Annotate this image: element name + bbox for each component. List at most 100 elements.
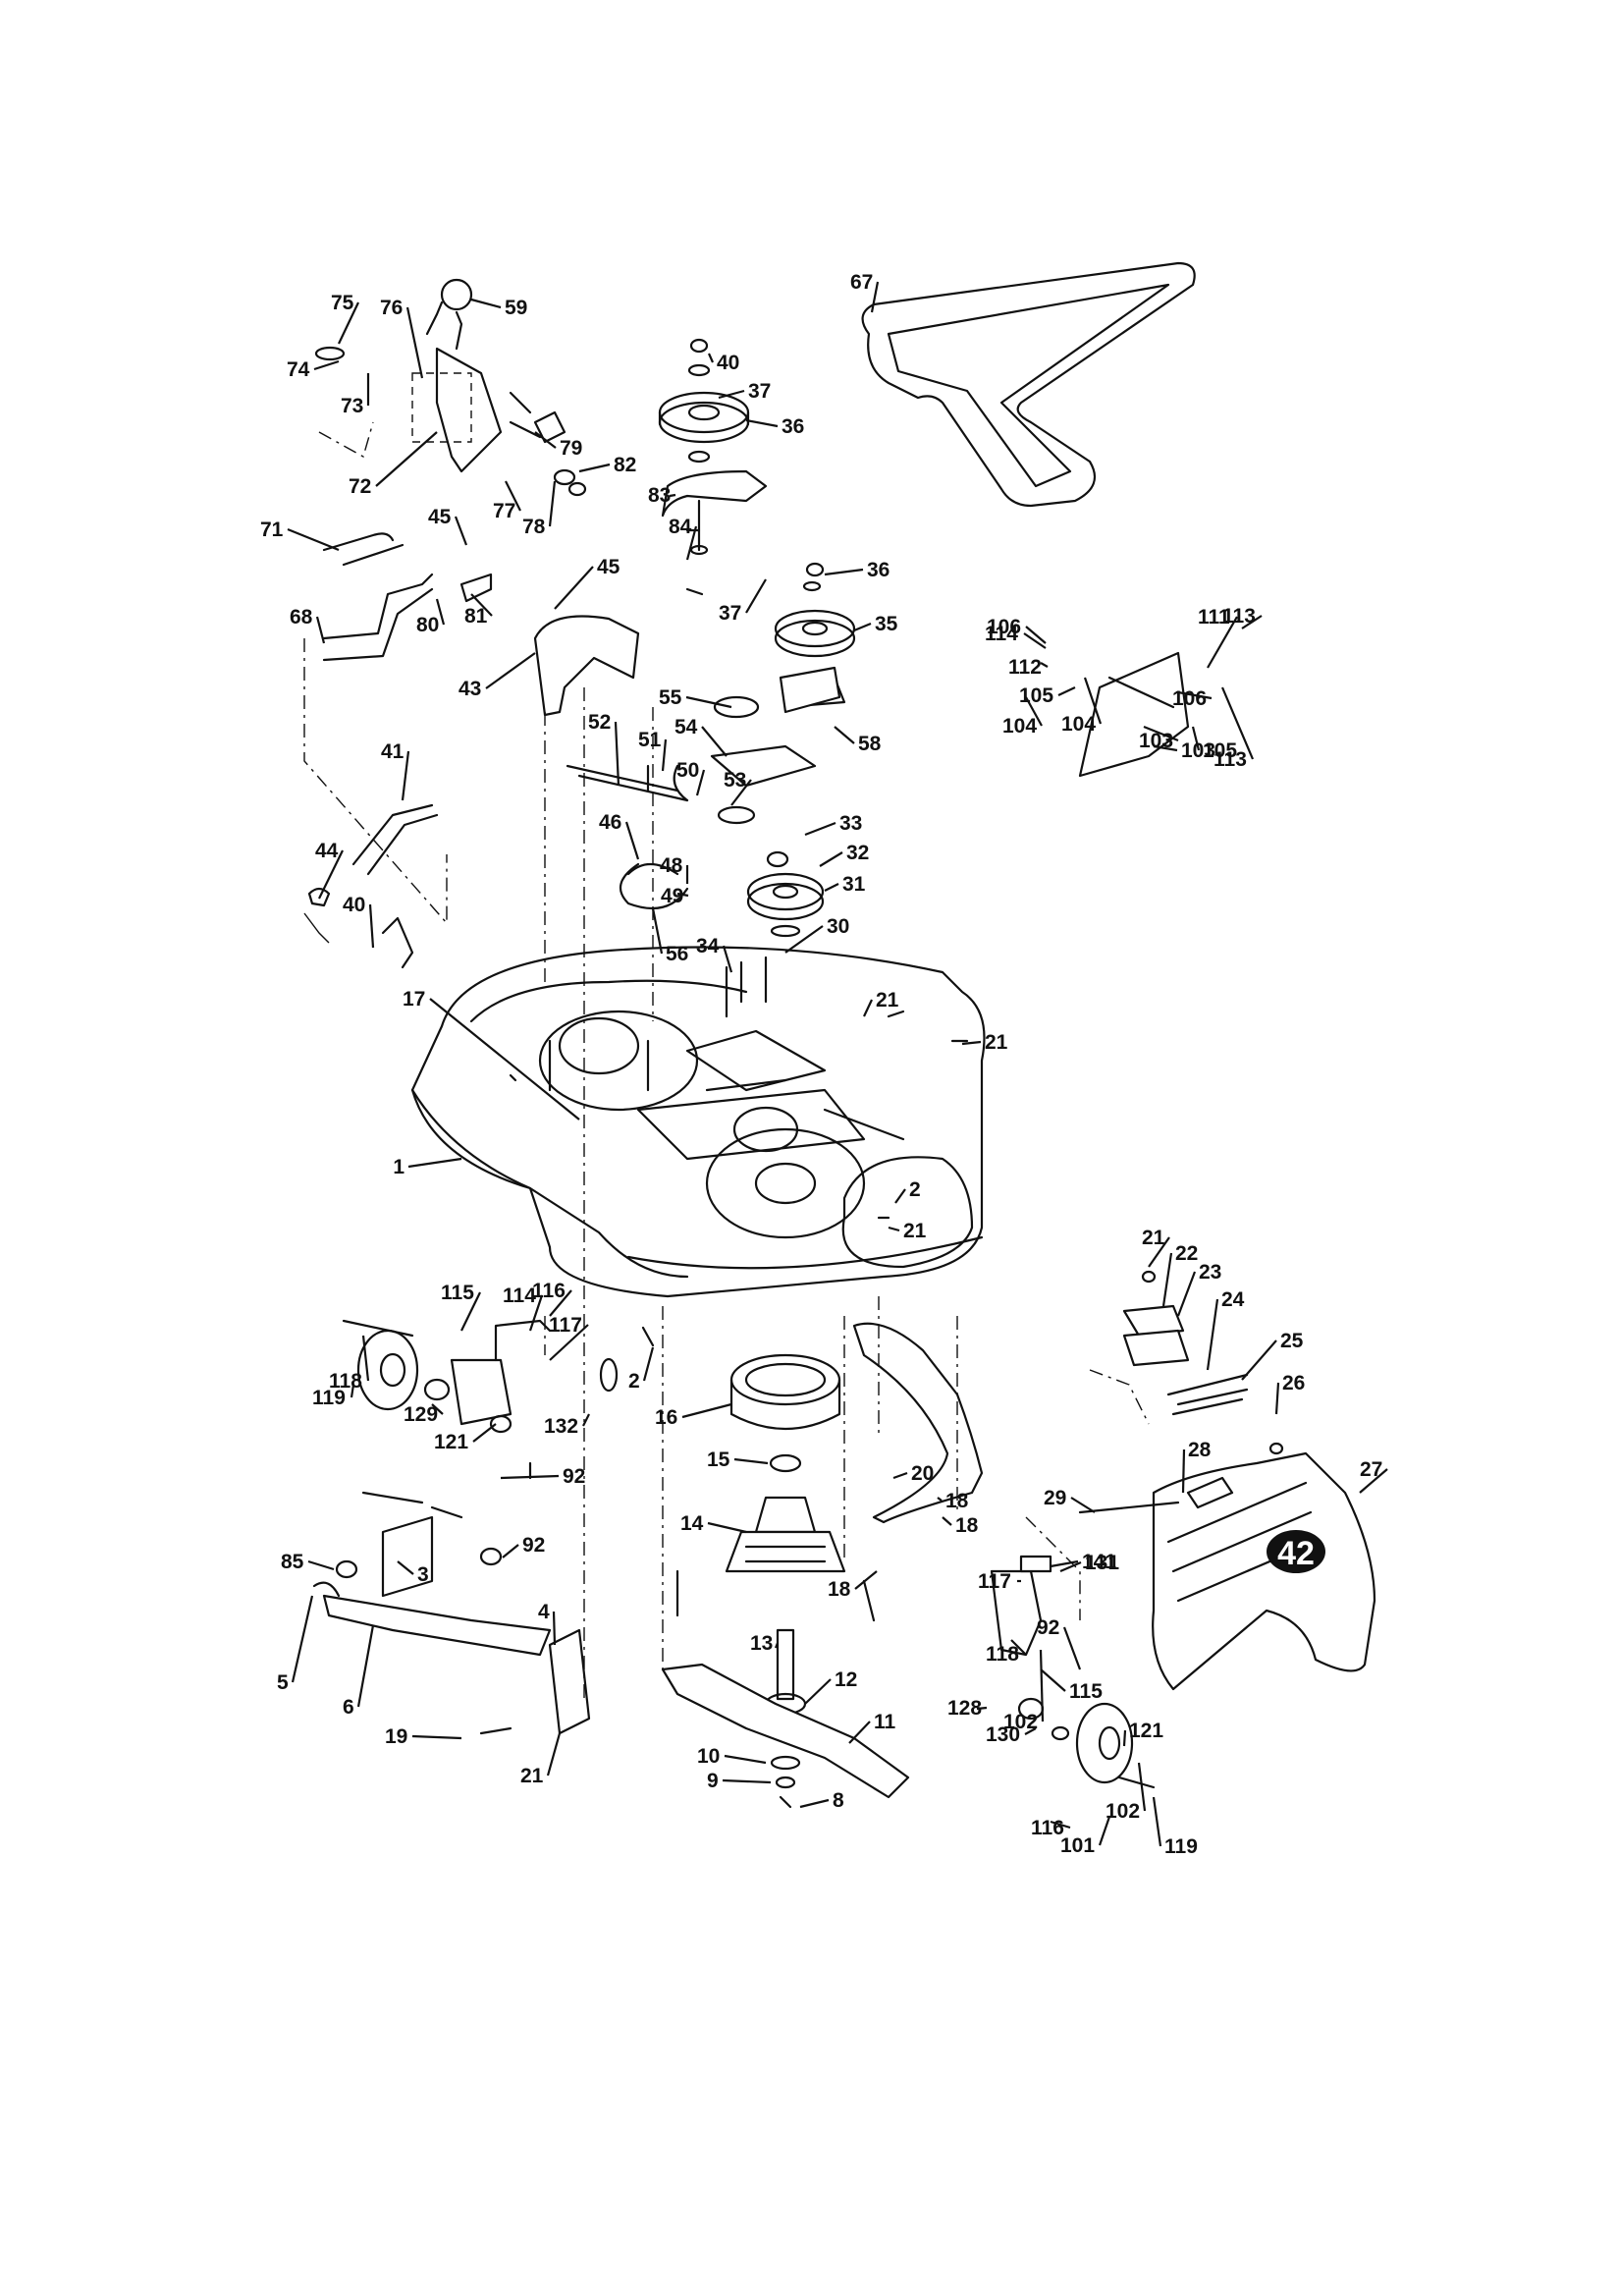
callout-45: 45 bbox=[428, 506, 468, 546]
callout-21: 21 bbox=[863, 989, 899, 1017]
callout-18: 18 bbox=[942, 1514, 979, 1537]
leader-line bbox=[685, 695, 732, 709]
callout-117: 117 bbox=[549, 1314, 589, 1361]
leader-line bbox=[695, 769, 706, 796]
callout-label: 119 bbox=[312, 1387, 346, 1409]
callout-112: 112 bbox=[1008, 656, 1049, 679]
callout-43: 43 bbox=[458, 652, 536, 700]
leader-line bbox=[411, 1734, 462, 1740]
callout-141: 141 bbox=[1050, 1551, 1116, 1573]
leader-line bbox=[1040, 662, 1049, 668]
callout-label: 13 bbox=[750, 1632, 773, 1655]
callout-label: 113 bbox=[1214, 748, 1247, 771]
callout-label: 18 bbox=[955, 1514, 979, 1537]
callout-6: 6 bbox=[343, 1624, 375, 1719]
callout-label: 73 bbox=[341, 395, 363, 417]
callout-16: 16 bbox=[655, 1402, 732, 1429]
callout-115: 115 bbox=[441, 1282, 481, 1332]
leader-line bbox=[1241, 615, 1263, 629]
callout-label: 53 bbox=[724, 769, 746, 792]
leader-line bbox=[1050, 1559, 1079, 1568]
leader-line bbox=[472, 1423, 497, 1443]
callout-76: 76 bbox=[380, 297, 424, 379]
callout-label: 102 bbox=[1106, 1800, 1140, 1823]
callout-label: 106 bbox=[1172, 687, 1207, 710]
callout-label: 77 bbox=[493, 500, 515, 522]
callout-12: 12 bbox=[804, 1668, 857, 1705]
leader-line bbox=[819, 851, 843, 867]
leader-line bbox=[454, 516, 468, 546]
leader-line bbox=[733, 1457, 769, 1465]
callout-label: 12 bbox=[835, 1668, 857, 1691]
callout-label: 16 bbox=[655, 1406, 677, 1429]
callout-32: 32 bbox=[819, 842, 869, 867]
leader-line bbox=[470, 593, 493, 617]
leader-line bbox=[549, 1324, 589, 1361]
callout-119: 119 bbox=[312, 1384, 355, 1409]
callout-8: 8 bbox=[799, 1789, 844, 1812]
callout-label: 81 bbox=[464, 605, 488, 628]
callout-label: 21 bbox=[1142, 1227, 1165, 1249]
callout-102: 102 bbox=[1003, 1649, 1045, 1733]
callout-78: 78 bbox=[522, 480, 557, 538]
leader-line bbox=[976, 1706, 988, 1711]
leader-line bbox=[502, 1544, 519, 1558]
leader-line bbox=[1083, 677, 1103, 725]
callout-label: 25 bbox=[1280, 1330, 1304, 1352]
deck-size-badge: 42 bbox=[1277, 1535, 1315, 1572]
hardware-drawing bbox=[509, 528, 969, 1622]
callout-label: 22 bbox=[1175, 1242, 1198, 1265]
callout-19: 19 bbox=[385, 1725, 462, 1748]
leader-line bbox=[722, 945, 733, 973]
callout-label: 118 bbox=[986, 1643, 1019, 1666]
leader-line bbox=[405, 306, 424, 379]
callout-37: 37 bbox=[718, 380, 771, 403]
leader-line bbox=[1220, 686, 1255, 760]
callout-121: 121 bbox=[1122, 1720, 1163, 1747]
callout-label: 92 bbox=[522, 1534, 545, 1557]
callout-129: 129 bbox=[404, 1403, 444, 1426]
leader-line bbox=[1023, 632, 1047, 649]
callout-label: 105 bbox=[1203, 739, 1237, 762]
callout-103: 103 bbox=[1139, 725, 1179, 752]
callout-label: 37 bbox=[748, 380, 771, 403]
callout-label: 18 bbox=[828, 1578, 851, 1601]
leader-line bbox=[863, 999, 873, 1017]
callout-21: 21 bbox=[961, 1031, 1008, 1054]
leader-line bbox=[470, 298, 502, 309]
left-gauge-wheel-drawing bbox=[342, 1319, 619, 1434]
leader-line bbox=[824, 568, 864, 576]
callout-label: 129 bbox=[404, 1403, 438, 1426]
callout-label: 119 bbox=[1164, 1835, 1198, 1858]
callout-82: 82 bbox=[578, 454, 636, 476]
callout-label: 11 bbox=[874, 1711, 896, 1733]
leader-line bbox=[651, 907, 664, 955]
callout-label: 92 bbox=[563, 1465, 585, 1488]
callout-label: 104 bbox=[1061, 713, 1096, 736]
leader-line bbox=[718, 389, 745, 400]
callout-29: 29 bbox=[1044, 1487, 1096, 1513]
callout-103: 103 bbox=[1153, 739, 1215, 762]
callouts-layer: 1223456891011121314151617181818192021212… bbox=[260, 271, 1388, 1858]
drive-belt-drawing bbox=[861, 261, 1196, 508]
leader-line bbox=[1177, 690, 1213, 700]
callout-label: 20 bbox=[911, 1462, 934, 1485]
callout-52: 52 bbox=[588, 711, 620, 787]
callout-label: 9 bbox=[707, 1770, 719, 1792]
callout-label: 112 bbox=[1008, 656, 1042, 679]
leader-line bbox=[505, 480, 521, 512]
callout-45: 45 bbox=[554, 556, 620, 610]
leader-line bbox=[1010, 1639, 1026, 1655]
callout-81: 81 bbox=[464, 593, 493, 628]
leader-line bbox=[1025, 696, 1043, 727]
callout-label: 15 bbox=[707, 1449, 730, 1471]
callout-label: 2 bbox=[909, 1178, 921, 1201]
leader-line bbox=[1148, 1236, 1170, 1268]
leader-line bbox=[500, 1474, 560, 1480]
callout-label: 114 bbox=[503, 1285, 536, 1307]
callout-label: 1 bbox=[393, 1156, 404, 1178]
callout-11: 11 bbox=[848, 1711, 896, 1744]
callout-84: 84 bbox=[669, 516, 698, 561]
leader-line bbox=[397, 1560, 414, 1575]
callout-111: 111 bbox=[1198, 606, 1238, 669]
